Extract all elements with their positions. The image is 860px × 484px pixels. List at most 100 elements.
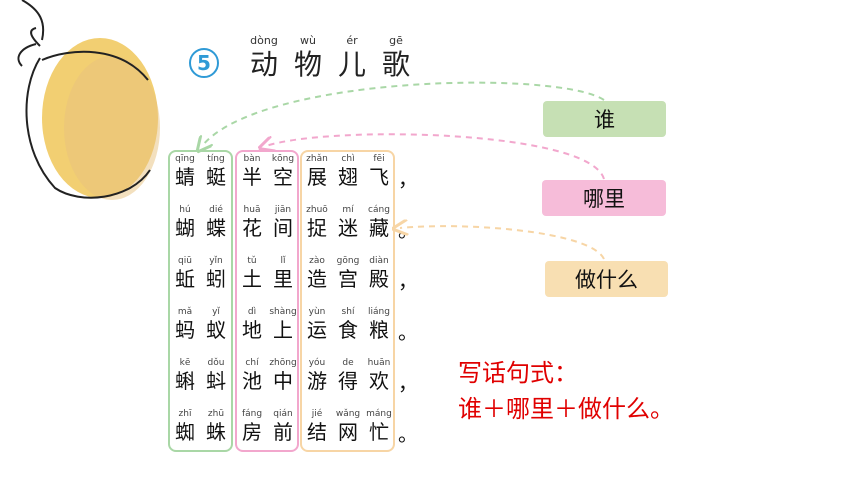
poem-hanzi: 蚂 (175, 318, 195, 342)
poem-punctuation: ， (398, 269, 418, 293)
poem-hanzi: 蜻 (175, 165, 195, 189)
what-tag: 做什么 (545, 261, 668, 297)
poem-pinyin: jiān (274, 205, 292, 215)
poem-hanzi: 结 (307, 420, 327, 444)
poem-hanzi: 翅 (338, 165, 358, 189)
poem-pinyin: de (342, 358, 354, 368)
sentence-pattern-heading: 写话句式： (458, 359, 578, 387)
poem-punctuation: ， (398, 167, 418, 191)
poem-hanzi: 运 (307, 318, 327, 342)
poem-hanzi: 空 (273, 165, 293, 189)
title-pinyin: gē (389, 34, 403, 47)
poem-pinyin: huā (243, 205, 261, 215)
poem-pinyin: diàn (369, 256, 389, 266)
poem-hanzi: 殿 (369, 267, 389, 291)
poem-pinyin: tǔ (247, 256, 257, 266)
poem-punctuation: 。 (398, 320, 418, 344)
poem-hanzi: 蚓 (206, 267, 226, 291)
title-hanzi: 歌 (381, 48, 410, 81)
poem-pinyin: huān (367, 358, 391, 368)
poem-hanzi: 蝌 (175, 369, 195, 393)
poem-hanzi: 蛛 (206, 420, 226, 444)
poem-pinyin: gōng (336, 256, 360, 266)
poem-pinyin: tíng (207, 154, 225, 164)
poem-pinyin: fáng (241, 409, 263, 419)
poem-hanzi: 蜘 (175, 420, 195, 444)
poem-hanzi: 粮 (369, 318, 389, 342)
poem-hanzi: 蚯 (175, 267, 195, 291)
poem-pinyin: zhǎn (306, 154, 328, 164)
what-column-box (300, 150, 395, 452)
poem-pinyin: mí (342, 205, 354, 215)
title-hanzi: 物 (293, 48, 322, 81)
title-hanzi: 动 (249, 48, 278, 81)
poem-pinyin: fēi (373, 154, 385, 164)
poem-pinyin: shí (341, 307, 355, 317)
poem-hanzi: 游 (307, 369, 327, 393)
poem-pinyin: yóu (308, 358, 326, 368)
where-tag: 哪里 (542, 180, 666, 216)
poem-hanzi: 得 (338, 369, 358, 393)
poem-hanzi: 迷 (338, 216, 358, 240)
poem-hanzi: 里 (273, 267, 293, 291)
poem-punctuation: 。 (398, 422, 418, 446)
poem-pinyin: shàng (269, 307, 297, 317)
poem-pinyin: bàn (243, 154, 261, 164)
poem-pinyin: chì (341, 154, 355, 164)
poem-punctuation: ， (398, 371, 418, 395)
poem-pinyin: máng (366, 409, 392, 419)
poem-pinyin: zhuō (306, 205, 328, 215)
poem-pinyin: qián (273, 409, 293, 419)
where-arrow (266, 133, 605, 180)
poem-pinyin: qiū (178, 256, 192, 266)
poem-pinyin: chí (245, 358, 259, 368)
poem-hanzi: 食 (338, 318, 358, 342)
poem-hanzi: 前 (273, 420, 293, 444)
poem-hanzi: 土 (242, 267, 262, 291)
poem-pinyin: liáng (368, 307, 390, 317)
poem-hanzi: 蝴 (175, 216, 195, 240)
poem-pinyin: cáng (368, 205, 390, 215)
poem-hanzi: 半 (242, 165, 262, 189)
poem-pinyin: dié (209, 205, 223, 215)
title-hanzi: 儿 (337, 48, 366, 81)
poem-pinyin: kē (179, 358, 191, 368)
poem-hanzi: 房 (242, 420, 262, 444)
poem-hanzi: 蝶 (206, 216, 226, 240)
